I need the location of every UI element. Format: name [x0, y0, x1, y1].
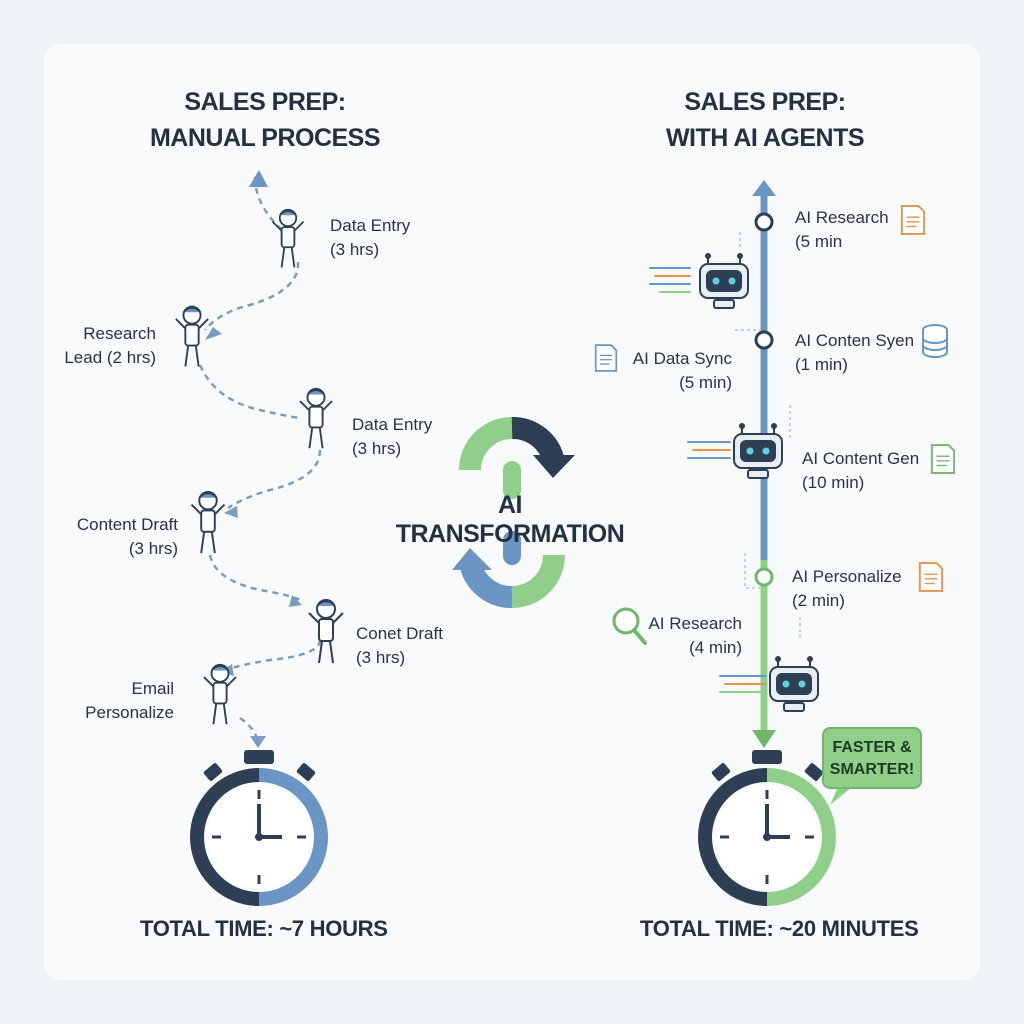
ai-step-label: AI Data Sync (5 min) — [632, 349, 732, 392]
manual-step-label: Content Draft (3 hrs) — [76, 515, 178, 558]
robot-icon — [699, 252, 749, 309]
ai-total-time: TOTAL TIME: ~20 MINUTES — [640, 916, 919, 941]
document-icon — [900, 205, 926, 235]
manual-step-label: Research Lead (2 hrs) — [64, 324, 156, 367]
ai-step-label: AI Conten Syen (1 min) — [795, 331, 915, 374]
manual-step-label: Data Entry (3 hrs) — [352, 415, 433, 458]
ai-step-label: AI Research (5 min — [795, 208, 889, 251]
ai-step-label: AI Content Gen (10 min) — [802, 449, 920, 492]
bubble-tail — [830, 787, 852, 805]
manual-step-label: Email Personalize — [85, 679, 174, 722]
document-icon — [930, 444, 956, 474]
left-title: SALES PREP: MANUAL PROCESS — [140, 84, 390, 156]
robot-icon — [733, 422, 783, 479]
robot-icon — [769, 655, 819, 712]
person-icon — [298, 387, 334, 450]
faster-smarter-bubble: FASTER & SMARTER! — [822, 727, 922, 789]
document-icon — [594, 344, 618, 372]
document-icon — [918, 562, 944, 592]
manual-step-label: Conet Draft (3 hrs) — [356, 624, 443, 667]
down-arrow-icon — [752, 730, 776, 748]
person-icon — [174, 305, 210, 368]
stopwatch-icon — [190, 750, 328, 906]
left-title-line1: SALES PREP: — [184, 88, 346, 116]
person-icon — [308, 599, 344, 664]
manual-total-time: TOTAL TIME: ~7 HOURS — [140, 916, 388, 941]
database-icon — [922, 324, 948, 358]
manual-path — [198, 170, 322, 748]
right-title-line1: SALES PREP: — [684, 88, 846, 116]
up-arrow-icon — [752, 180, 776, 196]
right-title: SALES PREP: WITH AI AGENTS — [640, 84, 890, 156]
right-title-line2: WITH AI AGENTS — [665, 124, 865, 152]
ai-step-label: AI Research (4 min) — [648, 614, 742, 657]
cycle-arrows-icon — [452, 417, 575, 608]
ai-timeline — [649, 180, 801, 748]
up-arrow-icon — [249, 170, 268, 187]
manual-step-label: Data Entry (3 hrs) — [330, 216, 411, 259]
ai-step-label: AI Personalize (2 min) — [792, 567, 902, 610]
person-icon — [271, 208, 305, 269]
left-title-line2: MANUAL PROCESS — [149, 124, 381, 152]
magnifier-icon — [612, 607, 647, 645]
transformation-label: AI TRANSFORMATION — [395, 491, 625, 548]
person-icon — [190, 490, 226, 555]
stopwatch-icon — [698, 750, 836, 906]
